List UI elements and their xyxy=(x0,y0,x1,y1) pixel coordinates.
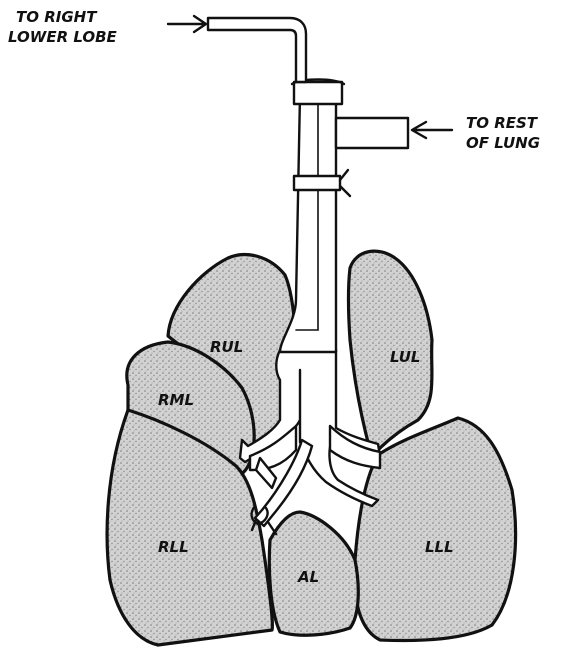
arrow-to-right-lower-lobe xyxy=(168,16,206,32)
connector-collar xyxy=(294,82,342,104)
label-to-rest-line2: OF LUNG xyxy=(466,134,540,152)
label-lll: LLL xyxy=(425,538,454,556)
label-rul: RUL xyxy=(210,338,243,356)
side-port-tube xyxy=(336,118,408,148)
label-to-rest-line1: TO REST xyxy=(466,114,539,132)
tie-band xyxy=(294,176,340,190)
arrow-to-rest-of-lung xyxy=(412,122,452,138)
tie-knot xyxy=(340,170,350,196)
label-al: AL xyxy=(297,568,319,586)
label-rml: RML xyxy=(158,391,194,409)
label-rll: RLL xyxy=(158,538,189,556)
label-to-right-line2: LOWER LOBE xyxy=(8,28,118,46)
tube-to-right-lower-lobe-source xyxy=(208,18,306,82)
label-to-right-line1: TO RIGHT xyxy=(16,8,98,26)
label-lul: LUL xyxy=(390,348,420,366)
